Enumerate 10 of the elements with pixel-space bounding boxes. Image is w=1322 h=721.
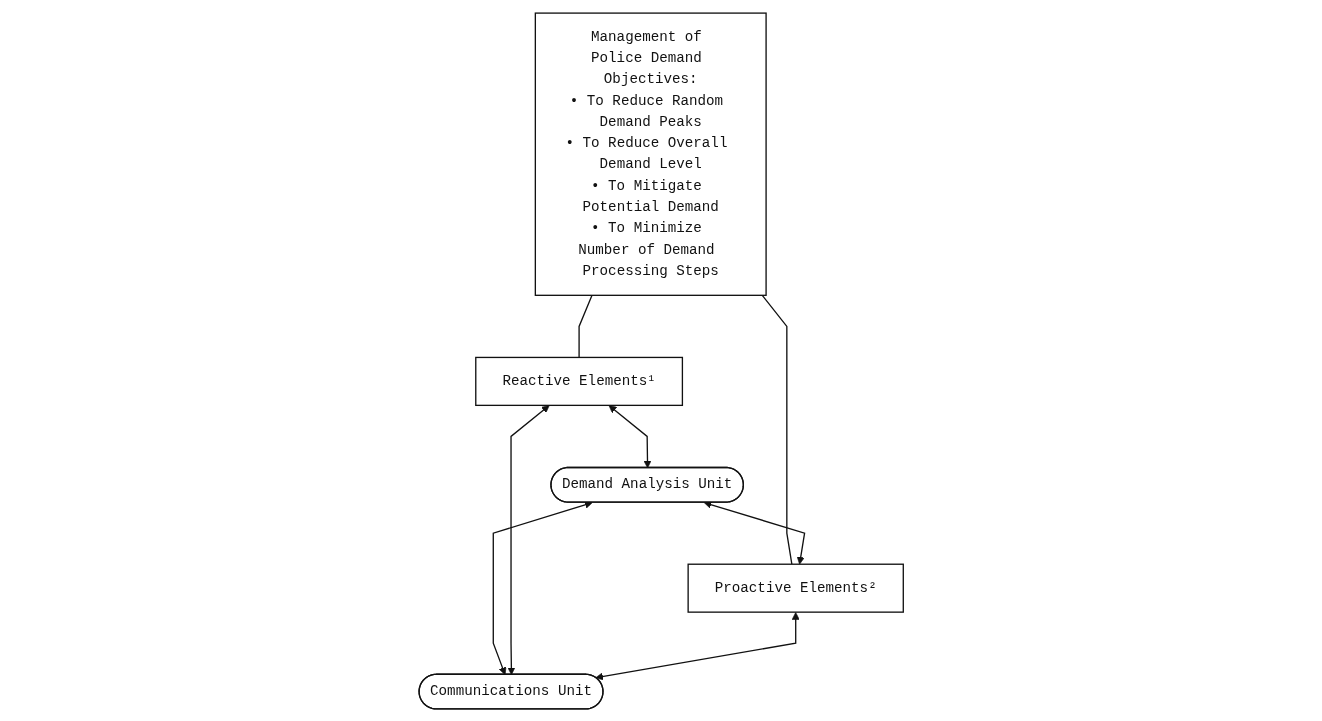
node-box: Management of Police Demand Objectives: • To Reduce Random Demand Peaks • To Reduce Overall Demand Level • To Mitigate Potential Demand • To Minimize Number of Demand Processing Steps	[534, 11, 767, 296]
arrow	[492, 500, 593, 675]
node-box: Reactive Elements¹	[474, 356, 683, 406]
arrow	[595, 611, 800, 680]
arrow	[703, 500, 806, 565]
node-box: Proactive Elements²	[687, 563, 904, 613]
arrow	[507, 404, 550, 675]
connector	[578, 294, 593, 358]
arrow	[608, 404, 652, 468]
connector	[761, 294, 793, 565]
